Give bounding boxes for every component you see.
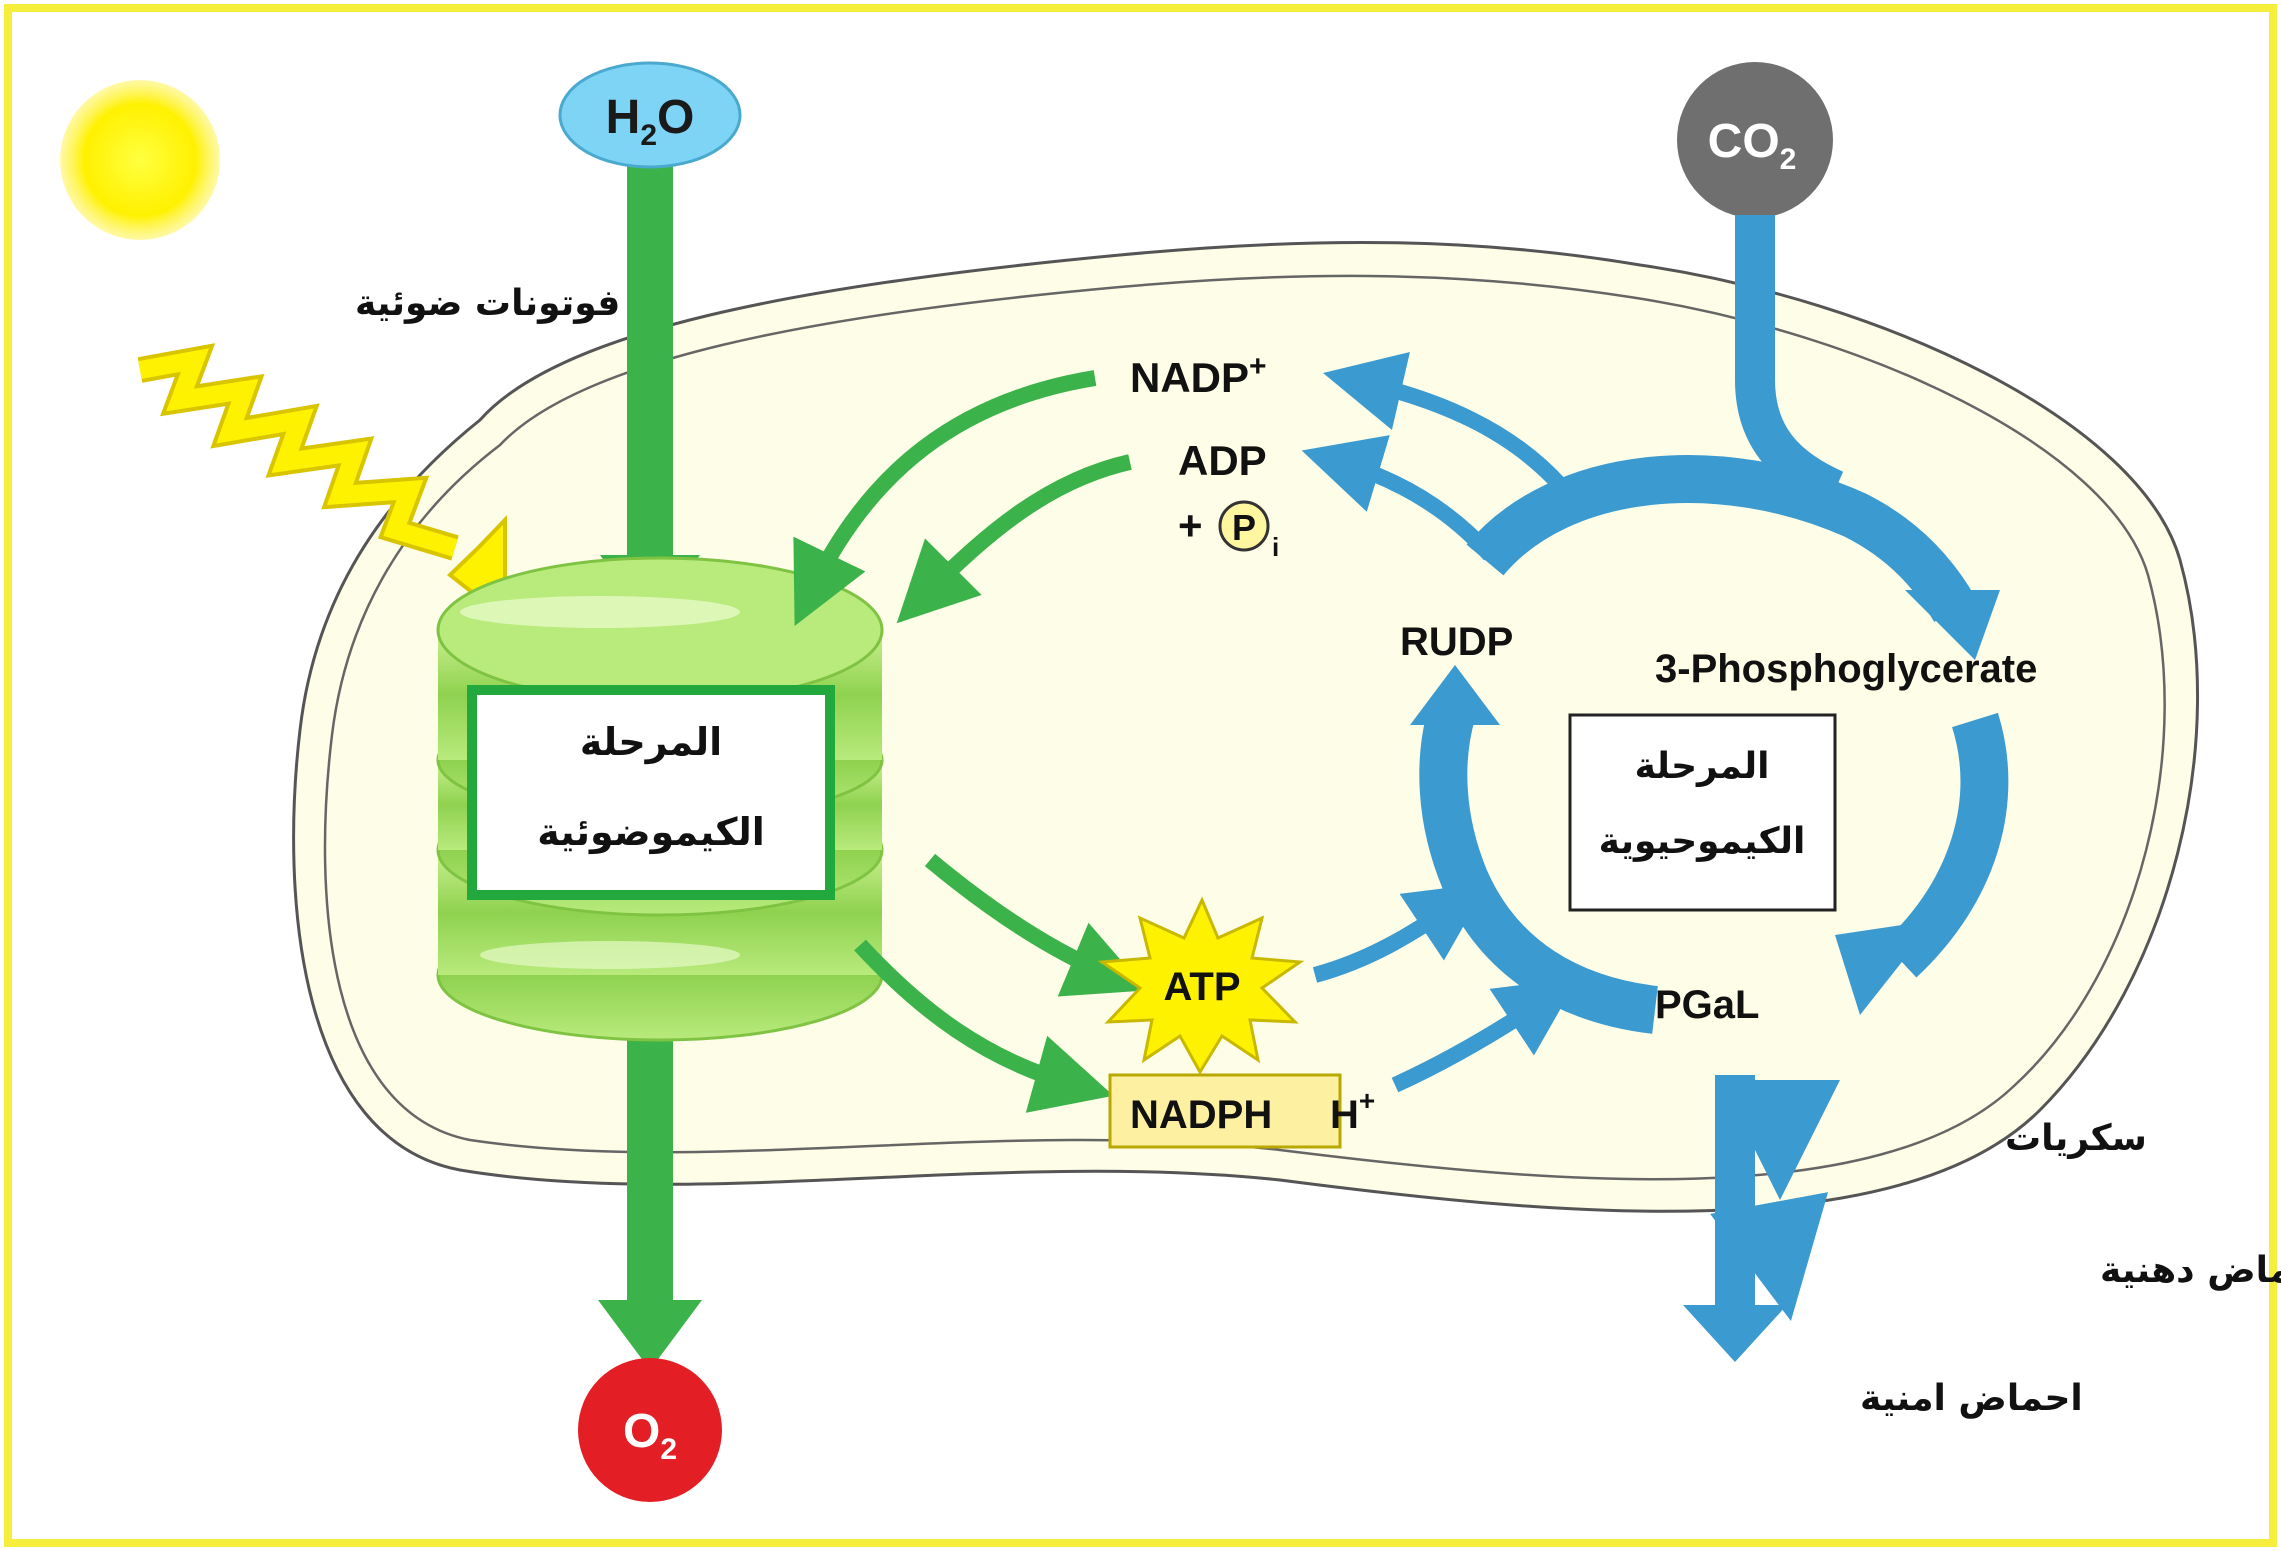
nadph-to-cycle-arrow [1391,977,1579,1093]
atp-label: ATP [1163,965,1240,1009]
cycle-arc-right-head [1835,920,1935,1015]
sugars-branch [1720,1080,1840,1200]
water-tail: O [657,91,694,144]
pgal-label: PGaL [1655,983,1759,1027]
nadp-label: NADP+ [1130,350,1267,401]
sugars-label: سكريات [2005,1118,2147,1159]
pga-label: 3-Phosphoglycerate [1655,647,2037,691]
water-main: H [606,91,641,144]
svg-text:O2: O2 [623,1405,677,1466]
light-stage-line1: المرحلة [580,720,722,764]
o2-sub: 2 [660,1433,677,1466]
photon-bolt-inner [138,348,458,557]
chloroplast-inner-membrane [323,274,2166,1181]
calvin-stage-box [1568,713,1837,912]
atp-out-arrow [924,853,1147,997]
nadp-release-arrow [1323,352,1566,491]
atp-to-cycle-arrow [1312,882,1489,983]
svg-text:H2O: H2O [606,91,695,152]
adp-label: ADP [1178,437,1267,484]
nadph-label: NADPH [1130,1093,1272,1137]
adp-return-arrow [896,454,1132,624]
light-stage-box [467,685,835,900]
calvin-stage-line1: المرحلة [1635,746,1770,787]
nadp-return-arrow [793,370,1097,627]
h-label: H+ [1330,1085,1375,1137]
oxygen-stem [627,1010,673,1310]
co2-sub: 2 [1780,143,1797,176]
photons-label: فوتونات ضوئية [355,283,620,324]
atp-star-icon [1097,896,1305,1075]
o2-main: O [623,1405,660,1458]
pi-prefix: + [1178,502,1203,549]
fatty-acids-branch [1710,1192,1829,1321]
amino-acids-label: احماض امنية [1860,1378,2083,1419]
calvin-stage-line2: الكيموحيوية [1599,821,1806,862]
o2-bubble: O2 [578,1358,722,1502]
products-stem [1715,1075,1755,1315]
cycle-arc-bottom-head [1410,665,1500,725]
cycle-arc-right [1883,712,2009,978]
light-stage-line2: الكيموضوئية [537,810,765,854]
sun-icon [60,80,220,240]
water-sub: 2 [640,119,657,152]
co2-main: CO [1708,115,1780,168]
fatty-acids-label: احماض دهنية [2100,1250,2281,1291]
oxygen-arrowhead [598,1300,702,1370]
svg-text:CO2: CO2 [1708,115,1797,176]
water-bubble: H2O [558,61,742,169]
nadph-out-arrow [854,939,1114,1113]
nadph-box [1108,1073,1342,1149]
co2-bubble: CO2 [1677,62,1833,218]
rudp-label: RUDP [1400,620,1513,664]
cycle-arc-top [1466,455,1976,623]
phosphate-icon [1218,500,1270,552]
cycle-arc-top-head [1905,590,2000,660]
pi-symbol: P [1232,507,1256,548]
water-stem [627,150,673,570]
pi-sub: i [1272,532,1279,562]
cycle-arc-bottom [1419,705,1659,1034]
